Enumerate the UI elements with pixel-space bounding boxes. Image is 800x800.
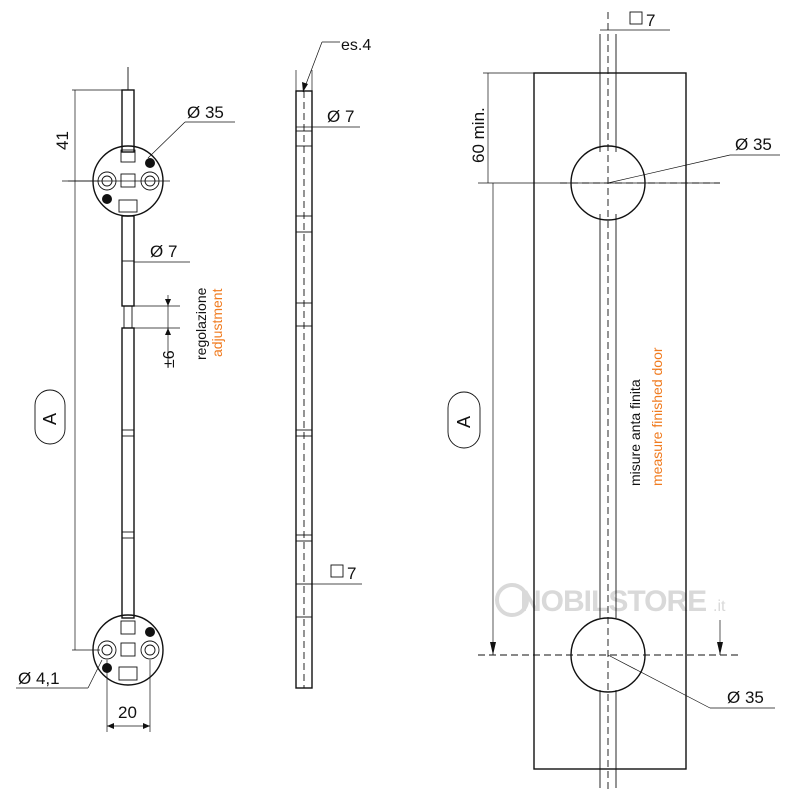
left-view: 41 A Ø 35 Ø 7 regolazione adjustment ±6 …	[16, 67, 235, 732]
adjustment-label-en: adjustment	[209, 288, 225, 357]
watermark: NOBILSTORE .it	[495, 583, 726, 618]
square-section-icon	[330, 564, 344, 578]
measure-label-en: measure finished door	[649, 347, 665, 486]
watermark-suffix: .it	[713, 598, 726, 615]
dim-right-square: 7	[646, 11, 655, 30]
middle-view: es.4 Ø 7 7	[295, 37, 371, 689]
dim-a-right-badge	[447, 391, 481, 449]
measure-label-it: misure anta finita	[627, 379, 643, 486]
dim-thickness: es.4	[341, 37, 371, 54]
dim-41: 41	[53, 131, 72, 150]
right-view: 60 min. 7 Ø 35 Ø 35	[447, 11, 780, 790]
watermark-brand: NOBILSTORE	[520, 585, 706, 618]
dim-hole-diameter: Ø 4,1	[18, 669, 60, 688]
dim-side-rod-diameter: Ø 7	[327, 107, 354, 126]
dim-top-hole: Ø 35	[735, 135, 772, 154]
dim-adjustment: ±6	[161, 350, 178, 368]
door-panel	[533, 72, 687, 770]
lower-rod	[121, 327, 135, 619]
dim-head-diameter: Ø 35	[187, 103, 224, 122]
dim-a-left: A	[40, 413, 60, 425]
upper-rod	[121, 89, 135, 153]
dim-side-square: 7	[347, 564, 356, 583]
square-section-top-icon	[629, 11, 643, 25]
dim-a-right: A	[454, 416, 474, 428]
adjustment-zone	[123, 305, 133, 329]
watermark-logo-icon	[495, 583, 529, 617]
dim-width: 20	[118, 703, 137, 722]
dim-bottom-hole: Ø 35	[727, 688, 764, 707]
dim-min-distance: 60 min.	[469, 107, 488, 163]
dim-rod-diameter: Ø 7	[150, 242, 177, 261]
bottom-hinge-head	[92, 614, 164, 686]
adjustment-label-it: regolazione	[193, 287, 209, 360]
dim-a-badge	[34, 389, 66, 445]
